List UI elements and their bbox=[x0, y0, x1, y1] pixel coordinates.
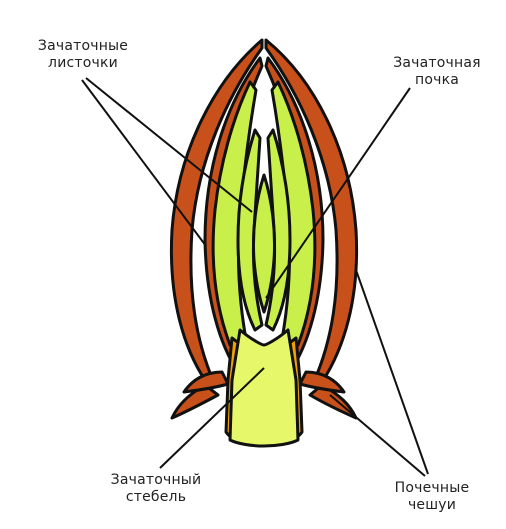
label-embryonic-leaves-line2: листочки bbox=[18, 55, 148, 72]
pointer-scales-1 bbox=[330, 395, 425, 476]
label-embryonic-stem: Зачаточный стебель bbox=[86, 472, 226, 506]
label-embryonic-stem-line2: стебель bbox=[86, 489, 226, 506]
embryonic-stem-shape bbox=[226, 330, 302, 446]
label-embryonic-leaves: Зачаточные листочки bbox=[18, 38, 148, 72]
label-bud-scales-line1: Почечные bbox=[372, 480, 492, 497]
label-embryonic-bud-line2: почка bbox=[372, 72, 502, 89]
label-embryonic-bud: Зачаточная почка bbox=[372, 55, 502, 89]
label-embryonic-leaves-line1: Зачаточные bbox=[18, 38, 148, 55]
label-embryonic-bud-line1: Зачаточная bbox=[372, 55, 502, 72]
embryonic-stem bbox=[230, 330, 298, 446]
bud-scale-base-right-2 bbox=[300, 372, 344, 392]
label-bud-scales: Почечные чешуи bbox=[372, 480, 492, 514]
label-embryonic-stem-line1: Зачаточный bbox=[86, 472, 226, 489]
label-bud-scales-line2: чешуи bbox=[372, 497, 492, 514]
bud-scale-base-left-2 bbox=[184, 372, 228, 392]
pointer-scales-2 bbox=[356, 270, 428, 474]
